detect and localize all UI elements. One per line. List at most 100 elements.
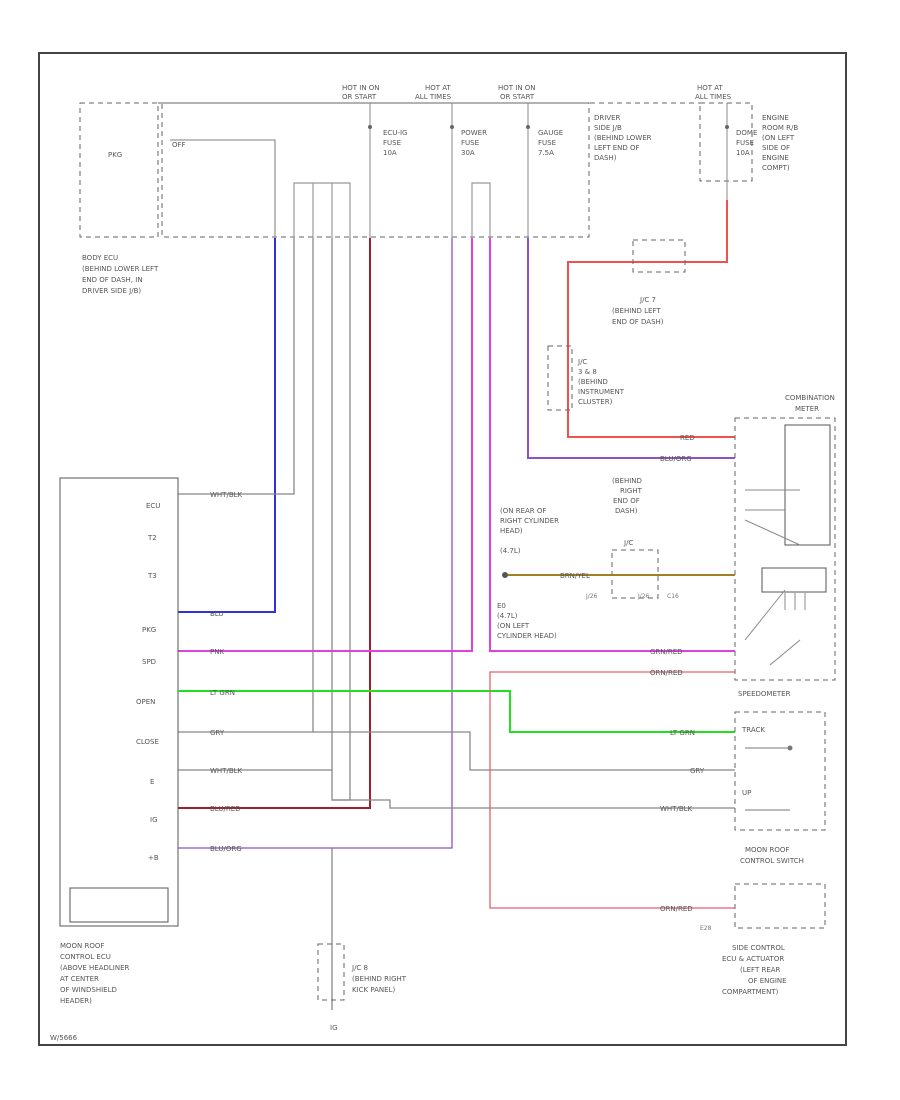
svg-text:PNK: PNK [210,648,224,656]
moon-roof-switch-box [734,711,826,831]
wire-b-blu-org [178,238,453,849]
ground-ig-label: IG [330,1024,338,1032]
svg-text:ECU-IG: ECU-IG [383,129,407,137]
svg-text:(BEHIND LOWER LEFT: (BEHIND LOWER LEFT [82,265,159,273]
svg-text:ENGINE: ENGINE [762,154,789,162]
svg-text:LT GRN: LT GRN [210,689,235,697]
svg-text:BODY ECU: BODY ECU [82,254,118,262]
svg-text:CLUSTER): CLUSTER) [578,398,613,406]
fuse-ecu-ig: ECU-IG FUSE 10A [383,129,407,157]
svg-text:DRIVER SIDE J/B): DRIVER SIDE J/B) [82,287,141,295]
driver-jb-label: DRIVER SIDE J/B (BEHIND LOWER LEFT END O… [594,114,652,162]
svg-text:COMPARTMENT): COMPARTMENT) [722,988,779,996]
svg-text:T2: T2 [147,534,157,542]
jc-behind-label: J/C 3 & 8 (BEHIND INSTRUMENT CLUSTER) [577,358,625,406]
wire-ig-blu-red [178,238,371,809]
svg-text:WHT/BLK: WHT/BLK [210,491,243,499]
svg-text:END OF DASH, IN: END OF DASH, IN [82,276,143,284]
svg-text:METER: METER [795,405,819,413]
svg-text:CONTROL ECU: CONTROL ECU [60,953,111,961]
wire-350 [332,238,351,801]
svg-text:ORN/RED: ORN/RED [650,669,683,677]
jc-right-label: (BEHIND RIGHT END OF DASH) J/C [612,477,643,547]
svg-text:HEADER): HEADER) [60,997,92,1005]
svg-text:FUSE: FUSE [538,139,556,147]
jc8-box [317,943,345,1001]
e28-label: E28 [700,925,712,932]
svg-text:J/C: J/C [577,358,587,366]
hot-on-line1: HOT IN ON [498,84,536,92]
svg-text:SIDE J/B: SIDE J/B [594,124,622,132]
svg-text:INSTRUMENT: INSTRUMENT [578,388,625,396]
svg-text:COMBINATION: COMBINATION [785,394,835,402]
jc8-label: J/C 8 (BEHIND RIGHT KICK PANEL) [351,964,407,994]
connector-1: J/26 [585,593,598,600]
ground-left-label: E0 (4.7L) (ON LEFT CYLINDER HEAD) [497,602,557,640]
svg-text:MOON ROOF: MOON ROOF [745,846,789,854]
svg-text:10A: 10A [383,149,397,157]
hot-acc-line2: OR START [342,93,377,101]
svg-text:DOME: DOME [736,129,757,137]
moon-roof-ecu-box [59,477,179,927]
svg-text:BLU/ORG: BLU/ORG [660,455,692,463]
svg-text:DASH): DASH) [615,507,638,515]
side-control-ecu-label: SIDE CONTROL ECU & ACTUATOR (LEFT REAR O… [722,944,787,996]
svg-text:(ON LEFT: (ON LEFT [762,134,795,142]
svg-text:+B: +B [148,854,159,862]
svg-text:FUSE: FUSE [461,139,479,147]
svg-text:SPD: SPD [142,658,156,666]
hot-at-mid-line2: ALL TIMES [415,93,452,101]
moon-roof-ecu-inner [69,887,169,923]
hot-at-right-line1: HOT AT [697,84,724,92]
connector-3: C16 [667,593,679,600]
jc-behind-box [547,345,573,411]
diagram-frame [38,52,847,1046]
svg-text:HEAD): HEAD) [500,527,523,535]
svg-text:ECU & ACTUATOR: ECU & ACTUATOR [722,955,784,963]
svg-text:END OF: END OF [613,497,640,505]
svg-text:(4.7L): (4.7L) [500,547,521,555]
svg-text:PKG: PKG [142,626,156,634]
hot-at-right-line2: ALL TIMES [695,93,732,101]
svg-text:DASH): DASH) [594,154,617,162]
svg-text:END OF DASH): END OF DASH) [612,318,664,326]
svg-text:CYLINDER HEAD): CYLINDER HEAD) [497,632,557,640]
hot-acc-line1: HOT IN ON [342,84,380,92]
footer-code: W/5666 [50,1034,78,1042]
svg-text:(BEHIND LOWER: (BEHIND LOWER [594,134,652,142]
off-wire [170,139,276,238]
svg-text:BLU: BLU [210,610,223,618]
svg-text:3 & 8: 3 & 8 [578,368,597,376]
svg-text:J/C 7: J/C 7 [639,296,656,304]
svg-text:(BEHIND: (BEHIND [612,477,642,485]
svg-text:CONTROL SWITCH: CONTROL SWITCH [740,857,804,865]
svg-text:SIDE CONTROL: SIDE CONTROL [732,944,785,952]
svg-text:BRN/YEL: BRN/YEL [560,572,590,580]
meter-legs [744,489,806,666]
engine-room-box [699,102,753,182]
svg-text:FUSE: FUSE [383,139,401,147]
svg-text:DRIVER: DRIVER [594,114,621,122]
wire-gauge-meter [527,238,735,459]
svg-text:RIGHT: RIGHT [620,487,643,495]
moon-roof-switch-label: MOON ROOF CONTROL SWITCH [740,846,804,865]
combination-meter-box [734,417,836,681]
svg-text:E: E [150,778,154,786]
svg-text:ROOM R/B: ROOM R/B [762,124,798,132]
svg-text:COMPT): COMPT) [762,164,790,172]
jc7-box [632,239,686,273]
svg-text:FUSE: FUSE [736,139,754,147]
svg-text:POWER: POWER [461,129,487,137]
ground-point [502,572,508,578]
svg-text:RED: RED [680,434,695,442]
wire-red-meter [567,200,735,438]
svg-text:LEFT END OF: LEFT END OF [594,144,640,152]
wire-close-switch [313,731,735,771]
svg-text:OF WINDSHIELD: OF WINDSHIELD [60,986,117,994]
switch-up-label: UP [742,789,751,797]
svg-text:MOON ROOF: MOON ROOF [60,942,104,950]
fuse-gauge: GAUGE FUSE 7.5A [538,129,563,157]
svg-text:GAUGE: GAUGE [538,129,563,137]
svg-text:BLU/RED: BLU/RED [210,805,241,813]
